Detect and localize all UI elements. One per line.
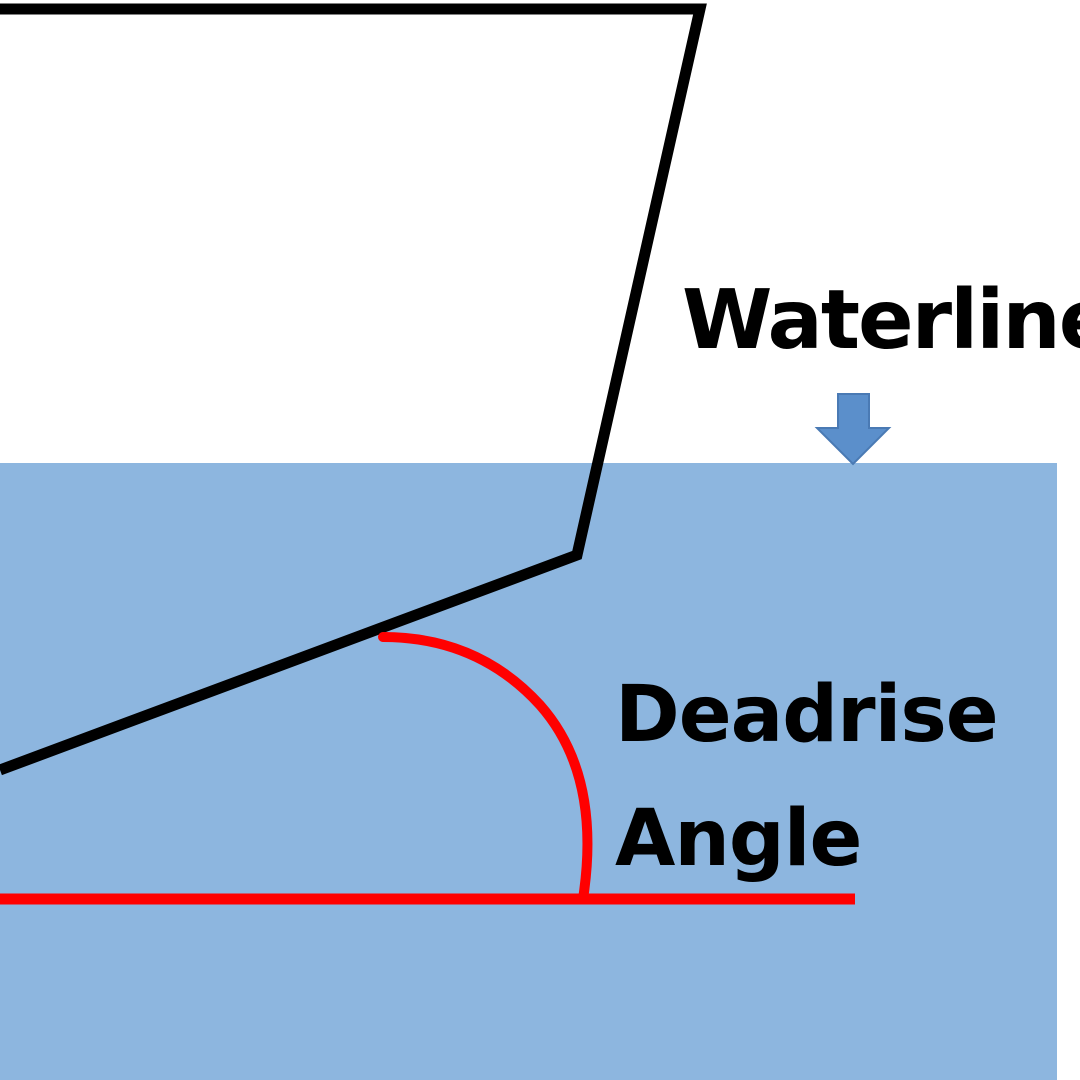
water-area [0,463,1057,1080]
hull-outline [0,3,707,776]
arrow-down-icon [814,393,892,466]
angle-label: Angle [615,794,862,884]
deadrise-label: Deadrise [615,670,999,760]
waterline-label: Waterline [682,273,1080,368]
deadrise-angle-arc [378,632,593,904]
